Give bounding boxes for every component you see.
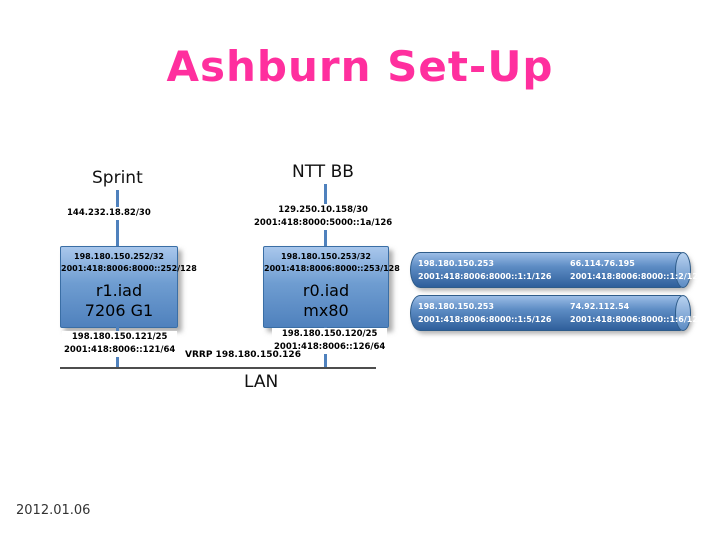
tunnel-1: 198.180.150.253 2001:418:8006:8000::1:1/… bbox=[410, 252, 703, 288]
tunnel-2-left-ip2: 2001:418:8006:8000::1:5/126 bbox=[418, 315, 552, 325]
tunnel-2-right-ip1: 74.92.112.54 bbox=[570, 302, 630, 311]
r0-lan-ip2: 2001:418:8006::126/64 bbox=[274, 342, 386, 353]
lan-label: LAN bbox=[244, 372, 279, 392]
tunnel-2-right-ip2: 2001:418:8006:8000::1:6/126 bbox=[570, 315, 704, 325]
nttbb-uplink-ip1: 129.250.10.158/30 bbox=[278, 205, 368, 215]
tunnel-2-cap bbox=[675, 295, 691, 331]
slide-title: Ashburn Set-Up bbox=[166, 42, 554, 91]
router-r0-model: mx80 bbox=[303, 300, 349, 320]
sprint-uplink-ip-text: 144.232.18.82/30 bbox=[67, 208, 151, 218]
tunnel-1-left-ip1: 198.180.150.253 bbox=[418, 259, 494, 268]
sprint-label: Sprint bbox=[92, 168, 143, 188]
tunnel-1-cap bbox=[675, 252, 691, 288]
vrrp-note: VRRP 198.180.150.126 bbox=[183, 349, 303, 363]
nttbb-label: NTT BB bbox=[292, 162, 354, 182]
r1-lan-ips: 198.180.150.121/25 2001:418:8006::121/64 bbox=[62, 331, 178, 358]
router-r1-ip1: 198.180.150.252/32 bbox=[74, 252, 164, 261]
router-r1-ip2: 2001:418:8006:8000::252/128 bbox=[61, 264, 197, 274]
r0-lan-ip1: 198.180.150.120/25 bbox=[281, 329, 378, 339]
tunnel-1-right-ip1: 66.114.76.195 bbox=[570, 259, 635, 268]
nttbb-uplink-ip2: 2001:418:8000:5000::1a/126 bbox=[254, 218, 393, 229]
tunnel-1-left-ip2: 2001:418:8006:8000::1:1/126 bbox=[418, 272, 552, 282]
lan-bus-line bbox=[60, 367, 376, 369]
router-r0-box: 198.180.150.253/32 2001:418:8006:8000::2… bbox=[263, 246, 400, 328]
tunnel-2-left-endpoint: 198.180.150.253 2001:418:8006:8000::1:5/… bbox=[418, 300, 551, 326]
router-r1-name: r1.iad bbox=[95, 280, 143, 300]
sprint-uplink-ip: 144.232.18.82/30 bbox=[65, 207, 153, 221]
router-r0-ip2: 2001:418:8006:8000::253/128 bbox=[264, 264, 400, 274]
vrrp-text: VRRP 198.180.150.126 bbox=[185, 350, 301, 360]
nttbb-uplink-ips: 129.250.10.158/30 2001:418:8000:5000::1a… bbox=[252, 204, 395, 231]
tunnel-2: 198.180.150.253 2001:418:8006:8000::1:5/… bbox=[410, 295, 703, 331]
router-r0-ip1: 198.180.150.253/32 bbox=[281, 252, 371, 261]
slide-date: 2012.01.06 bbox=[16, 503, 91, 518]
tunnel-2-body bbox=[410, 295, 690, 331]
router-r0-name: r0.iad bbox=[302, 280, 350, 300]
tunnel-2-right-endpoint: 74.92.112.54 2001:418:8006:8000::1:6/126 bbox=[570, 300, 703, 326]
router-r0-ips: 198.180.150.253/32 2001:418:8006:8000::2… bbox=[264, 251, 400, 276]
router-r1-model: 7206 G1 bbox=[84, 300, 154, 320]
tunnel-2-left-ip1: 198.180.150.253 bbox=[418, 302, 494, 311]
tunnel-1-left-endpoint: 198.180.150.253 2001:418:8006:8000::1:1/… bbox=[418, 257, 551, 283]
tunnel-1-right-ip2: 2001:418:8006:8000::1:2/126 bbox=[570, 272, 704, 282]
r1-lan-ip1: 198.180.150.121/25 bbox=[71, 332, 168, 342]
tunnel-1-right-endpoint: 66.114.76.195 2001:418:8006:8000::1:2/12… bbox=[570, 257, 703, 283]
router-r1-box: 198.180.150.252/32 2001:418:8006:8000::2… bbox=[60, 246, 197, 328]
r1-lan-ip2: 2001:418:8006::121/64 bbox=[64, 345, 176, 356]
router-r1-ips: 198.180.150.252/32 2001:418:8006:8000::2… bbox=[61, 251, 197, 276]
tunnel-1-body bbox=[410, 252, 690, 288]
